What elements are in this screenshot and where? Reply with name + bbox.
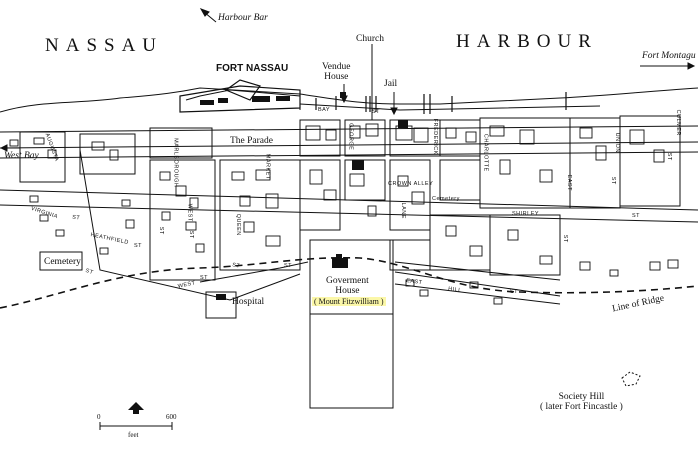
street-bay: BAY <box>318 107 331 113</box>
label-mount-fitzwilliam-wrap: ( Mount Fitzwilliam ) <box>312 297 386 306</box>
label-cemetery-small: Cemetery <box>432 196 460 202</box>
street-shirley: SHIRLEY <box>512 211 540 217</box>
label-harbour-bar: Harbour Bar <box>218 13 268 23</box>
label-church: Church <box>356 34 384 44</box>
street-east: EAST <box>565 174 572 191</box>
label-jail: Jail <box>384 79 398 89</box>
street-heathfield-st: ST <box>134 243 143 249</box>
street-crown-alley: CROWN ALLEY <box>388 181 434 187</box>
street-culmer-st: ST <box>665 152 672 161</box>
scale-unit: feet <box>128 431 139 439</box>
label-the-parade: The Parade <box>230 136 273 146</box>
water-label-nassau: NASSAU <box>45 35 164 56</box>
label-cemetery: Cemetery <box>44 257 81 267</box>
north-arrow-icon <box>128 402 144 414</box>
street-west-hill-st: ST <box>200 275 209 281</box>
society-hill-outline <box>621 371 641 387</box>
label-mount-fitzwilliam: ( Mount Fitzwilliam ) <box>312 297 386 306</box>
street-marlborough: MARLBOROUGH <box>172 138 179 188</box>
label-vendue-house: Vendue House <box>322 62 351 83</box>
label-fort-nassau: FORT NASSAU <box>216 63 289 74</box>
label-society-hill: Society Hill ( later Fort Fincastle ) <box>540 392 623 413</box>
scale-bar <box>99 422 173 430</box>
street-union: UNION <box>613 132 620 153</box>
street-charlotte: CHARLOTTE <box>482 133 489 172</box>
street-east-st: ST <box>561 234 568 243</box>
street-union-st: ST <box>609 176 616 185</box>
street-market: MARKET <box>264 153 271 180</box>
street-market-st: ST <box>284 263 293 269</box>
fort-nassau <box>179 79 301 113</box>
street-culmer: CULMER <box>674 109 681 136</box>
street-west: WEST <box>186 203 193 222</box>
shoreline <box>0 87 698 113</box>
scale-max: 600 <box>166 413 177 421</box>
street-queen-st: ST <box>231 262 241 270</box>
label-west-bay: West Bay <box>4 151 39 161</box>
label-government-house: Goverment House <box>326 276 369 296</box>
label-fort-montagu: Fort Montagu <box>642 51 696 61</box>
label-hospital: Hospital <box>232 297 265 307</box>
street-lane: LANE <box>399 202 406 219</box>
street-west-st: ST <box>187 230 194 239</box>
street-bay-st: ST <box>372 109 381 115</box>
street-st-3: ST <box>157 226 164 235</box>
street-frederick: FREDERICK <box>431 118 438 155</box>
street-hill-st: ST <box>510 289 519 295</box>
street-virginia-st: ST <box>71 214 81 222</box>
ridge-line <box>0 256 698 309</box>
scale-zero: 0 <box>97 413 101 421</box>
water-label-harbour: HARBOUR <box>456 31 598 52</box>
street-queen: QUEEN <box>234 213 241 236</box>
street-shirley-st: ST <box>632 213 641 219</box>
street-george: GEORGE <box>347 123 354 151</box>
